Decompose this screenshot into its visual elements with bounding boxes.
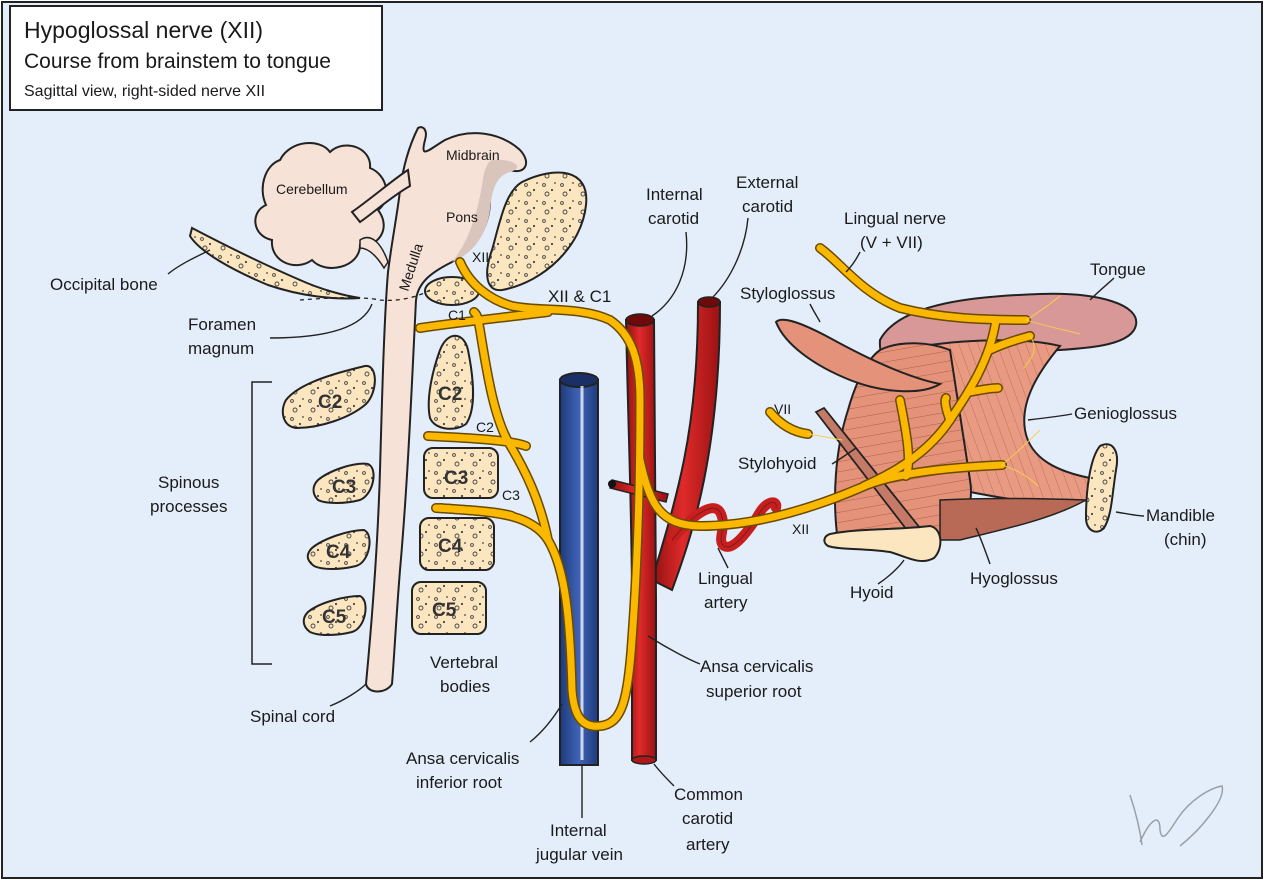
label-genioglossus: Genioglossus <box>1074 404 1177 423</box>
label-ansa-sup-2: superior root <box>706 682 802 701</box>
body-label-c4: C4 <box>438 536 463 557</box>
spinous-label-c2: C2 <box>318 392 342 413</box>
vertebral-bodies: C2 C3 C4 C5 <box>411 334 499 635</box>
styloglossus-muscle <box>774 318 943 393</box>
spinous-label-c3: C3 <box>332 477 356 498</box>
label-ansa-inf-2: inferior root <box>416 773 502 792</box>
label-spinal-cord: Spinal cord <box>250 707 335 726</box>
label-ansa-sup-1: Ansa cervicalis <box>700 657 813 676</box>
label-foramen-1: Foramen <box>188 315 256 334</box>
pons-shading <box>452 159 518 262</box>
cerebellar-peduncle <box>350 168 412 224</box>
label-c1: C1 <box>448 307 466 323</box>
body-label-c2: C2 <box>438 384 462 405</box>
hyoid-bone <box>823 524 942 562</box>
label-stylohyoid: Stylohyoid <box>738 454 816 473</box>
label-lingual-artery-2: artery <box>704 593 748 612</box>
spinous-label-c4: C4 <box>326 542 351 563</box>
label-foramen-2: magnum <box>188 339 254 358</box>
label-lingual-nerve-1: Lingual nerve <box>844 209 946 228</box>
label-lingual-artery-1: Lingual <box>698 569 753 588</box>
label-mandible-1: Mandible <box>1146 506 1215 525</box>
label-cca-2: carotid <box>682 809 733 828</box>
label-cerebellum: Cerebellum <box>276 181 348 197</box>
label-xii-root: XII <box>472 249 489 265</box>
title-box: Hypoglossal nerve (XII) Course from brai… <box>9 5 383 111</box>
body-label-c3: C3 <box>444 468 468 489</box>
spinous-processes: C2 C3 C4 C5 <box>281 365 376 636</box>
spinous-label-c5: C5 <box>322 607 347 628</box>
external-carotid-artery <box>650 296 722 592</box>
internal-jugular-vein <box>559 372 599 766</box>
title-line-3: Sagittal view, right-sided nerve XII <box>24 83 265 100</box>
label-pons: Pons <box>446 209 478 225</box>
title-line-1: Hypoglossal nerve (XII) <box>24 17 263 43</box>
author-signature <box>1129 785 1224 847</box>
label-occipital-bone: Occipital bone <box>50 275 158 294</box>
label-spinous-2: processes <box>150 497 227 516</box>
label-xii-c1: XII & C1 <box>548 287 611 306</box>
label-ijv-1: Internal <box>550 821 607 840</box>
foramen-magnum-line <box>299 289 431 302</box>
mandible-chin <box>1084 443 1118 533</box>
label-ica-1: Internal <box>646 185 703 204</box>
label-vii: VII <box>774 401 791 417</box>
label-c3: C3 <box>502 487 520 503</box>
label-xii-distal: XII <box>792 521 809 537</box>
label-ijv-2: jugular vein <box>535 845 623 864</box>
brainstem-neck <box>359 236 389 270</box>
label-mandible-2: (chin) <box>1164 530 1207 549</box>
label-vertebral-2: bodies <box>440 677 490 696</box>
label-tongue: Tongue <box>1090 260 1146 279</box>
label-styloglossus: Styloglossus <box>740 284 835 303</box>
spinous-bracket <box>251 381 272 665</box>
label-cca-3: artery <box>686 835 730 854</box>
label-lingual-nerve-2: (V + VII) <box>860 233 923 252</box>
label-midbrain: Midbrain <box>446 147 500 163</box>
label-spinous-1: Spinous <box>158 473 219 492</box>
label-vertebral-1: Vertebral <box>430 653 498 672</box>
common-carotid-end <box>631 755 657 765</box>
label-eca-1: External <box>736 173 798 192</box>
label-hyoglossus: Hyoglossus <box>970 569 1058 588</box>
label-c2: C2 <box>476 419 494 435</box>
nerves <box>415 243 1081 732</box>
label-hyoid: Hyoid <box>850 583 893 602</box>
label-ica-2: carotid <box>648 209 699 228</box>
label-ansa-inf-1: Ansa cervicalis <box>406 749 519 768</box>
title-line-2: Course from brainstem to tongue <box>24 50 331 73</box>
body-label-c5: C5 <box>432 600 457 621</box>
label-eca-2: carotid <box>742 197 793 216</box>
skull-base-bone <box>486 171 588 292</box>
label-cca-1: Common <box>674 785 743 804</box>
brainstem-spinal-cord <box>364 126 528 693</box>
